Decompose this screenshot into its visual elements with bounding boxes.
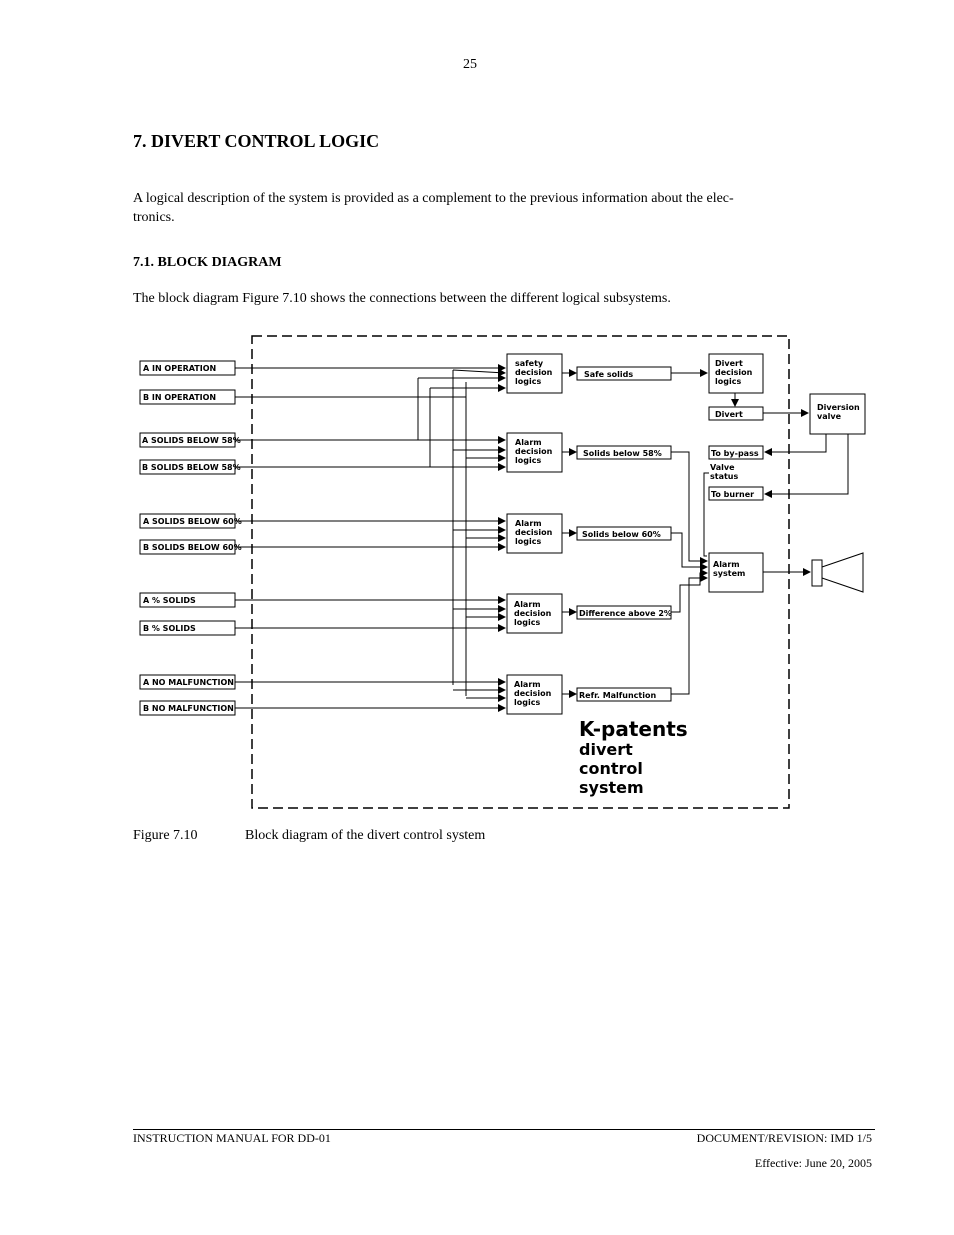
brand-line: system — [579, 778, 644, 797]
logic-label: decision — [515, 447, 553, 456]
logic-label: logics — [515, 456, 541, 465]
diversion-valve-block — [809, 393, 866, 435]
horn-cone — [821, 552, 864, 593]
logic-label: safety — [515, 359, 544, 368]
input-label: A NO MALFUNCTION — [143, 678, 234, 687]
horn-body — [811, 559, 823, 587]
logic-block-alarm-60 — [506, 513, 563, 554]
logic-label: Alarm — [515, 438, 542, 447]
logic-label: decision — [515, 528, 553, 537]
logic-label: decision — [515, 368, 553, 377]
logic-label: logics — [514, 698, 540, 707]
block-diagram: A IN OPERATION B IN OPERATION A SOLIDS B… — [139, 335, 866, 809]
diversion-valve-label: valve — [817, 412, 842, 421]
input-label: B % SOLIDS — [143, 624, 196, 633]
divert-logic-block — [708, 353, 764, 394]
logic-label: Alarm — [514, 600, 541, 609]
input-label: A SOLIDS BELOW 60% — [143, 517, 242, 526]
output-label: Solids below 60% — [582, 530, 661, 539]
input-label: A SOLIDS BELOW 58% — [142, 436, 241, 445]
output-label: Refr. Malfunction — [579, 691, 656, 700]
burner-label: To burner — [711, 490, 754, 499]
divert-label: Divert — [715, 410, 743, 419]
alarm-system-label: system — [713, 569, 745, 578]
input-label: B SOLIDS BELOW 60% — [143, 543, 242, 552]
output-label: Solids below 58% — [583, 449, 662, 458]
system-boundary — [251, 335, 790, 809]
logic-label: decision — [514, 609, 552, 618]
intro-line-1: A logical description of the system is p… — [133, 191, 734, 206]
footer-manual-title: INSTRUCTION MANUAL FOR DD-01 — [133, 1131, 331, 1145]
logic-block-alarm-diff — [506, 593, 563, 634]
logic-label: Alarm — [514, 680, 541, 689]
footer-divider — [133, 1129, 875, 1130]
logic-label: logics — [515, 377, 541, 386]
input-label: B NO MALFUNCTION — [143, 704, 234, 713]
section-heading: 7. DIVERT CONTROL LOGIC — [133, 131, 380, 151]
logic-block-alarm-malfunction — [506, 674, 563, 715]
input-label: A IN OPERATION — [143, 364, 216, 373]
brand-line: divert — [579, 740, 633, 759]
intro-line-2: tronics. — [133, 210, 175, 225]
bypass-label: To by-pass — [711, 449, 759, 458]
logic-label: decision — [514, 689, 552, 698]
output-label: Safe solids — [584, 370, 633, 379]
figure-caption: Block diagram of the divert control syst… — [245, 828, 486, 843]
output-label: Difference above 2% — [579, 609, 672, 618]
brand-title: K-patents — [579, 717, 688, 741]
input-label: B SOLIDS BELOW 58% — [142, 463, 241, 472]
logic-label: logics — [515, 537, 541, 546]
brand-line: control — [579, 759, 643, 778]
logic-label: Alarm — [515, 519, 542, 528]
logic-label: logics — [514, 618, 540, 627]
divert-logic-label: logics — [715, 377, 741, 386]
divert-logic-label: Divert — [715, 359, 743, 368]
burner-box — [708, 486, 764, 501]
intro-paragraph: A logical description of the system is p… — [133, 189, 823, 227]
footer-revision: DOCUMENT/REVISION: IMD 1/5 — [696, 1131, 872, 1145]
subsection-paragraph: The block diagram Figure 7.10 shows the … — [133, 291, 671, 306]
figure-label: Figure 7.10 — [133, 828, 198, 843]
input-label: B IN OPERATION — [143, 393, 216, 402]
input-label: A % SOLIDS — [143, 596, 196, 605]
valve-status-label: Valve — [710, 463, 735, 472]
page-number: 25 — [463, 57, 477, 72]
subsection-heading: 7.1. BLOCK DIAGRAM — [133, 255, 282, 270]
footer-effective-date: Effective: June 20, 2005 — [754, 1156, 872, 1170]
diversion-valve-label: Diversion — [817, 403, 860, 412]
bypass-box — [708, 445, 764, 460]
alarm-system-label: Alarm — [713, 560, 740, 569]
valve-status-label: status — [710, 472, 739, 481]
divert-logic-label: decision — [715, 368, 753, 377]
